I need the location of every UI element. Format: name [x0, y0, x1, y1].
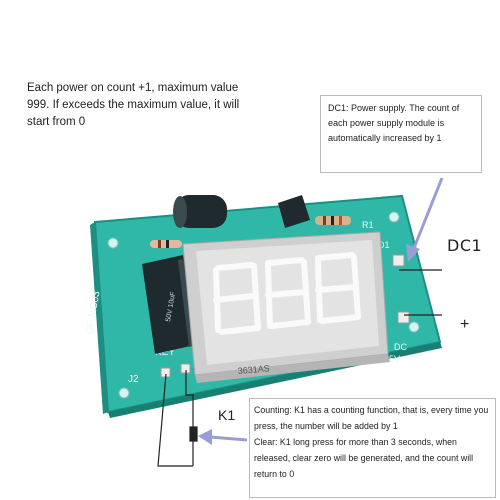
k1-label: K1 — [218, 407, 236, 423]
capacitor-top — [173, 195, 227, 228]
k1-clear-text: Clear: K1 long press for more than 3 sec… — [254, 437, 474, 479]
dc1-label: DC1 — [447, 236, 483, 255]
k1-counting-text: Counting: K1 has a counting function, th… — [254, 405, 489, 431]
dc1-callout: DC1: Power supply. The count of each pow… — [320, 95, 482, 173]
key-label: KEY — [155, 347, 175, 358]
d1-label: D1 — [378, 240, 390, 250]
resistor-left — [150, 240, 182, 248]
display-part-label: 3631AS — [237, 363, 270, 376]
transistor — [278, 195, 310, 228]
j2-label: J2 — [128, 374, 139, 385]
k1-callout: Counting: K1 has a counting function, th… — [249, 398, 496, 498]
r1-label: R1 — [362, 220, 374, 230]
resistor — [315, 216, 351, 225]
callout-arrows — [198, 177, 444, 445]
key-wires — [157, 370, 198, 467]
dc1-wires — [399, 269, 442, 316]
count-note: Each power on count +1, maximum value 99… — [27, 82, 240, 128]
seven-segment-display: 3631AS — [182, 231, 390, 383]
plus-terminal-label: + — [460, 316, 470, 333]
dc-label: DC — [394, 342, 407, 352]
